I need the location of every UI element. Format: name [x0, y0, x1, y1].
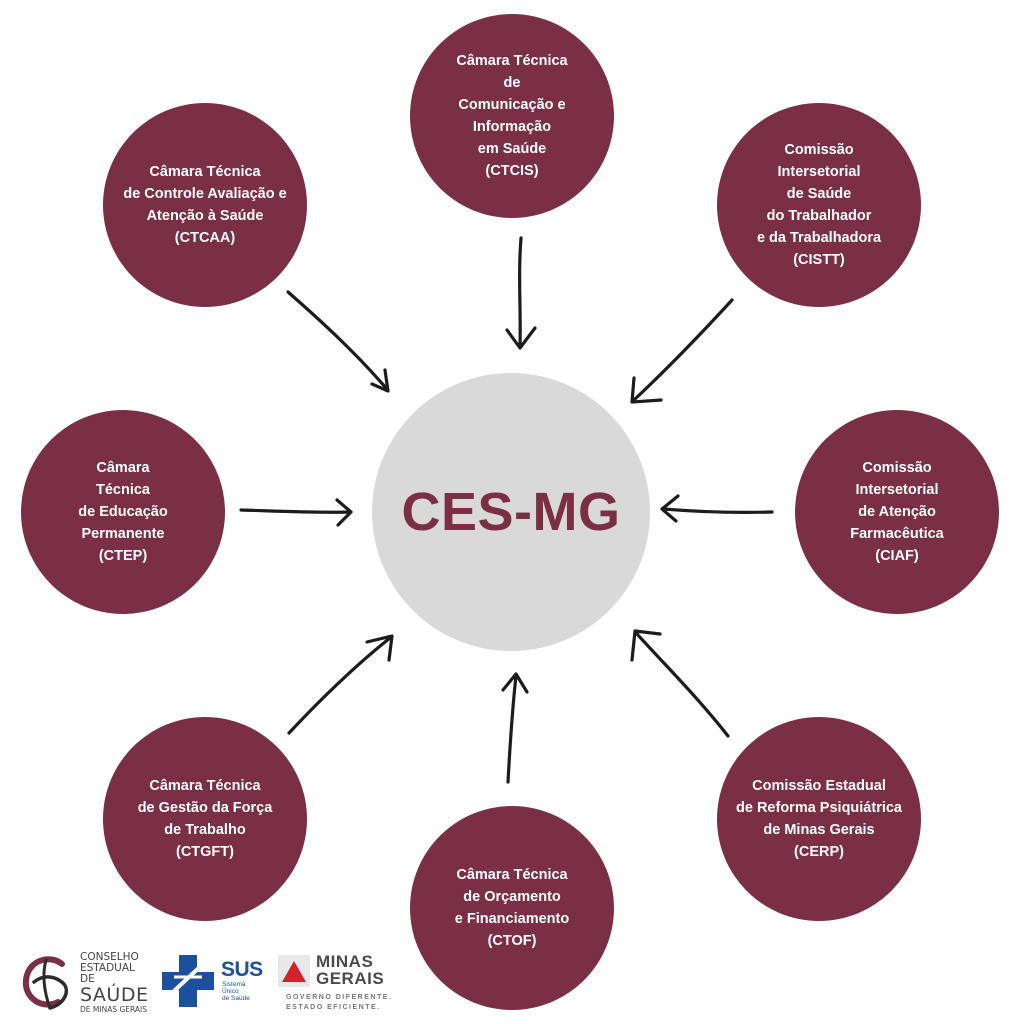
node-label: Comissão Intersetorial de Atenção Farmac… [850, 460, 944, 564]
ces-emblem-icon [22, 956, 69, 1010]
ces-logo-line4: DE MINAS GERAIS [80, 1005, 148, 1014]
node-ctep: Câmara Técnica de Educação Permanente (C… [21, 410, 225, 614]
node-label: Câmara Técnica de Gestão da Força de Tra… [137, 778, 273, 860]
sus-logo: SUS Sistema Único de Saúde [160, 953, 270, 1011]
node-ctcaa: Câmara Técnica de Controle Avaliação e A… [103, 103, 307, 307]
minas-gerais-logo: MINAS GERAIS GOVERNO DIFERENTE. ESTADO E… [278, 953, 398, 1015]
node-label: Câmara Técnica de Controle Avaliação e A… [123, 164, 287, 246]
ces-logo-line1: CONSELHO [80, 951, 139, 963]
mg-logo-tagline: GOVERNO DIFERENTE. ESTADO EFICIENTE. [286, 994, 393, 1011]
sus-logo-word: SUS [221, 958, 263, 981]
node-ciaf: Comissão Intersetorial de Atenção Farmac… [795, 410, 999, 614]
sus-logo-subtitle: Sistema Único de Saúde [222, 981, 250, 1002]
sus-cross-icon [162, 955, 214, 1007]
arrow-ctgft [287, 634, 394, 735]
ces-mg-logo: CONSELHO ESTADUAL DE SAÚDE DE MINAS GERA… [20, 950, 150, 1014]
node-label: Câmara Técnica de Orçamento e Financiame… [454, 867, 570, 949]
arrow-ctof [501, 672, 529, 784]
center-node-ces-mg: CES-MG [372, 373, 650, 651]
ces-logo-line3: SAÚDE [80, 984, 149, 1006]
arrow-cistt [630, 298, 734, 404]
center-label: CES-MG [401, 482, 621, 542]
arrow-cerp [630, 629, 730, 738]
node-cistt: Comissão Intersetorial de Saúde do Traba… [717, 103, 921, 307]
minas-gerais-triangle-icon [278, 955, 310, 987]
node-label: Câmara Técnica de Comunicação e Informaç… [456, 53, 568, 179]
node-cerp: Comissão Estadual de Reforma Psiquiátric… [717, 717, 921, 921]
arrow-ctcis [505, 236, 537, 350]
arrow-ctep [239, 498, 353, 527]
node-ctof: Câmara Técnica de Orçamento e Financiame… [410, 806, 614, 1010]
node-ctcis: Câmara Técnica de Comunicação e Informaç… [410, 14, 614, 218]
mg-logo-title: MINAS GERAIS [316, 952, 385, 988]
ces-logo-line2: ESTADUAL DE [80, 962, 135, 985]
node-ctgft: Câmara Técnica de Gestão da Força de Tra… [103, 717, 307, 921]
node-label: Comissão Intersetorial de Saúde do Traba… [756, 142, 882, 268]
arrow-ctcaa [286, 290, 390, 393]
arrow-ciaf [660, 494, 774, 523]
node-label: Comissão Estadual de Reforma Psiquiátric… [736, 778, 902, 860]
node-label: Câmara Técnica de Educação Permanente (C… [78, 460, 168, 564]
